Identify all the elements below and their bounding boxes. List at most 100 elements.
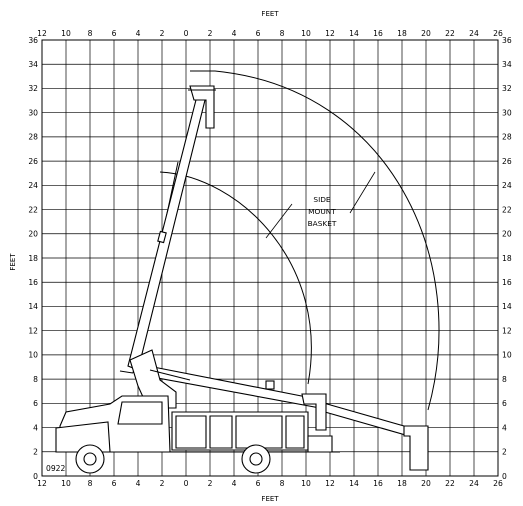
x-tick-label-top: 12 xyxy=(37,29,47,38)
rear-wheel-hub xyxy=(249,452,263,466)
x-tick-label-bottom: 8 xyxy=(88,479,93,488)
x-tick-label-top: 26 xyxy=(493,29,503,38)
x-tick-label-top: 4 xyxy=(136,29,141,38)
x-tick-label-top: 6 xyxy=(256,29,261,38)
x-tick-label-top: 24 xyxy=(469,29,479,38)
body-compartment-3 xyxy=(235,415,283,449)
y-tick-label-left: 28 xyxy=(28,133,38,142)
y-tick-label-right: 20 xyxy=(502,230,512,239)
y-tick-label-right: 12 xyxy=(502,326,512,335)
boom-tip-guide xyxy=(119,370,134,374)
leader-right xyxy=(349,171,376,214)
annotation-line-3: BASKET xyxy=(308,219,337,228)
body-compartment-2 xyxy=(209,415,233,449)
x-tick-label-top: 18 xyxy=(397,29,407,38)
x-tick-label-top: 0 xyxy=(184,29,189,38)
x-tick-label-bottom: 6 xyxy=(112,479,117,488)
body-compartment-1 xyxy=(175,415,207,449)
turret xyxy=(129,349,177,409)
x-tick-label-top: 10 xyxy=(301,29,311,38)
y-tick-label-left: 18 xyxy=(28,254,38,263)
front-wheel-hub xyxy=(83,452,97,466)
y-tick-label-right: 34 xyxy=(502,60,512,69)
annotation-line-2: MOUNT xyxy=(308,207,336,216)
boom-assembly xyxy=(127,85,429,471)
inner-reach-arc xyxy=(159,171,312,385)
x-tick-label-top: 14 xyxy=(349,29,359,38)
y-tick-label-left: 34 xyxy=(28,60,38,69)
x-tick-label-top: 4 xyxy=(232,29,237,38)
x-tick-label-bottom: 14 xyxy=(349,479,359,488)
grid-lines xyxy=(42,40,498,476)
outer-boom xyxy=(317,401,419,439)
x-tick-label-top: 10 xyxy=(61,29,71,38)
x-tick-label-top: 16 xyxy=(373,29,383,38)
outer-reach-arc xyxy=(190,70,440,411)
y-tick-label-right: 24 xyxy=(502,181,512,190)
y-tick-label-left: 0 xyxy=(33,472,38,481)
y-tick-label-left: 20 xyxy=(28,230,38,239)
annotation-line-1: SIDE xyxy=(313,195,331,204)
y-tick-label-right: 22 xyxy=(502,205,512,214)
x-tick-label-bottom: 4 xyxy=(232,479,237,488)
x-tick-label-bottom: 2 xyxy=(160,479,165,488)
y-tick-label-right: 0 xyxy=(502,472,507,481)
y-tick-label-right: 14 xyxy=(502,302,512,311)
x-tick-label-bottom: 26 xyxy=(493,479,503,488)
y-tick-label-left: 2 xyxy=(33,448,38,457)
y-tick-label-left: 16 xyxy=(28,278,38,287)
y-tick-label-right: 32 xyxy=(502,84,512,93)
drawing-number: 0922 xyxy=(46,464,65,473)
y-tick-label-right: 28 xyxy=(502,133,512,142)
x-tick-label-bottom: 18 xyxy=(397,479,407,488)
y-tick-label-left: 32 xyxy=(28,84,38,93)
x-tick-label-bottom: 24 xyxy=(469,479,479,488)
y-tick-label-left: 14 xyxy=(28,302,38,311)
y-tick-label-right: 6 xyxy=(502,399,507,408)
leader-left xyxy=(265,203,293,239)
body-compartment-4 xyxy=(285,415,305,449)
upper-boom xyxy=(127,91,207,371)
x-tick-label-bottom: 16 xyxy=(373,479,383,488)
upper-boom-joint xyxy=(157,230,167,244)
x-tick-label-bottom: 12 xyxy=(325,479,335,488)
x-tick-label-bottom: 12 xyxy=(37,479,47,488)
x-tick-label-bottom: 22 xyxy=(445,479,455,488)
x-tick-label-bottom: 0 xyxy=(184,479,189,488)
y-tick-label-left: 22 xyxy=(28,205,38,214)
lower-boom-joint xyxy=(265,380,275,390)
y-tick-label-right: 10 xyxy=(502,351,512,360)
x-tick-label-bottom: 10 xyxy=(301,479,311,488)
x-tick-label-top: 8 xyxy=(88,29,93,38)
y-tick-label-right: 4 xyxy=(502,423,507,432)
y-tick-label-left: 10 xyxy=(28,351,38,360)
y-tick-label-right: 18 xyxy=(502,254,512,263)
y-tick-label-left: 6 xyxy=(33,399,38,408)
cab-window xyxy=(117,401,163,425)
y-tick-label-left: 36 xyxy=(28,36,38,45)
x-tick-label-bottom: 2 xyxy=(208,479,213,488)
x-tick-label-top: 12 xyxy=(325,29,335,38)
x-tick-label-top: 2 xyxy=(160,29,165,38)
plot-frame xyxy=(41,39,499,477)
turret-cylinder xyxy=(149,369,191,381)
x-tick-label-top: 22 xyxy=(445,29,455,38)
y-tick-label-left: 4 xyxy=(33,423,38,432)
x-tick-label-top: 8 xyxy=(280,29,285,38)
x-tick-label-top: 2 xyxy=(208,29,213,38)
y-tick-label-right: 26 xyxy=(502,157,512,166)
x-tick-label-bottom: 8 xyxy=(280,479,285,488)
y-tick-label-left: 26 xyxy=(28,157,38,166)
y-tick-label-right: 30 xyxy=(502,108,512,117)
y-tick-label-left: 8 xyxy=(33,375,38,384)
y-tick-label-right: 16 xyxy=(502,278,512,287)
annotation-leaders xyxy=(265,171,376,239)
rear-step xyxy=(307,435,333,453)
x-tick-label-top: 20 xyxy=(421,29,431,38)
